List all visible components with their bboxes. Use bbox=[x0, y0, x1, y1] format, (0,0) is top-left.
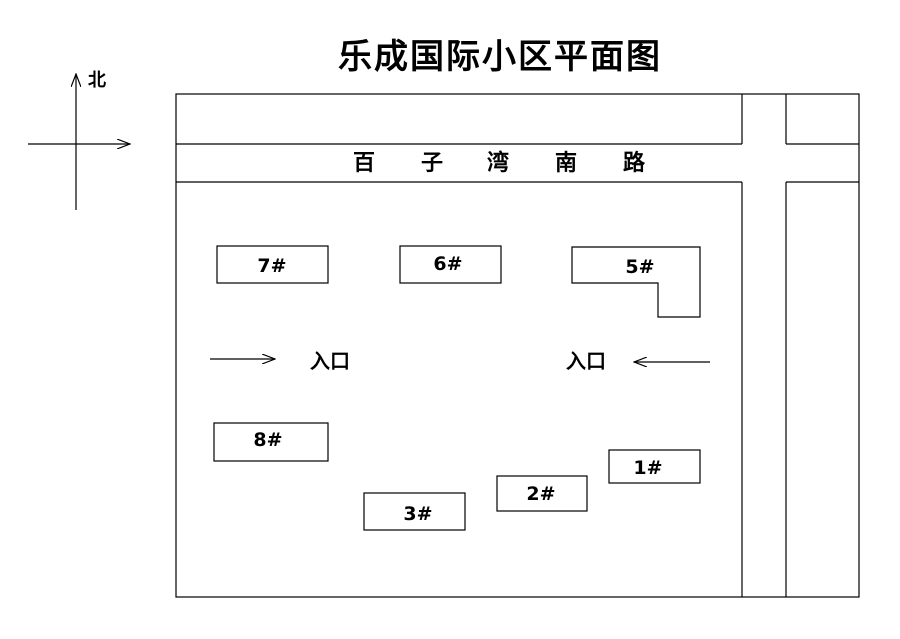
site-boundary bbox=[175, 93, 860, 598]
entrance-east: 入口 bbox=[566, 349, 710, 373]
entrance-label: 入口 bbox=[310, 349, 350, 373]
entrance-west: 入口 bbox=[210, 349, 350, 373]
building-label: 6# bbox=[433, 253, 462, 275]
building-label: 1# bbox=[633, 457, 662, 479]
building-6: 6# bbox=[399, 245, 502, 284]
building-outline bbox=[213, 422, 329, 462]
building-5: 5# bbox=[571, 246, 701, 318]
plan-title: 乐成国际小区平面图 bbox=[338, 37, 662, 77]
building-outline bbox=[399, 245, 502, 284]
building-8: 8# bbox=[213, 422, 329, 462]
building-outline bbox=[216, 245, 329, 284]
building-label: 5# bbox=[625, 256, 654, 278]
road-name-char: 路 bbox=[623, 150, 646, 176]
road-name-char: 百 bbox=[353, 151, 375, 176]
building-3: 3# bbox=[363, 492, 466, 531]
road-name-char: 湾 bbox=[487, 150, 509, 176]
compass-north-label: 北 bbox=[88, 70, 106, 91]
road-name: 百 子 湾 南 路 bbox=[353, 150, 646, 176]
building-label: 8# bbox=[253, 429, 282, 451]
building-label: 7# bbox=[257, 255, 286, 277]
road-name-char: 子 bbox=[421, 151, 443, 176]
entrance-label: 入口 bbox=[566, 349, 606, 373]
road-name-char: 南 bbox=[555, 151, 577, 176]
building-outline bbox=[496, 475, 588, 512]
compass: 北 bbox=[28, 70, 130, 210]
building-1: 1# bbox=[608, 449, 701, 484]
building-outline bbox=[571, 246, 701, 318]
building-7: 7# bbox=[216, 245, 329, 284]
building-2: 2# bbox=[496, 475, 588, 512]
building-label: 3# bbox=[403, 503, 432, 525]
building-outline bbox=[363, 492, 466, 531]
building-outline bbox=[608, 449, 701, 484]
building-label: 2# bbox=[526, 483, 555, 505]
site-outline bbox=[175, 93, 860, 598]
